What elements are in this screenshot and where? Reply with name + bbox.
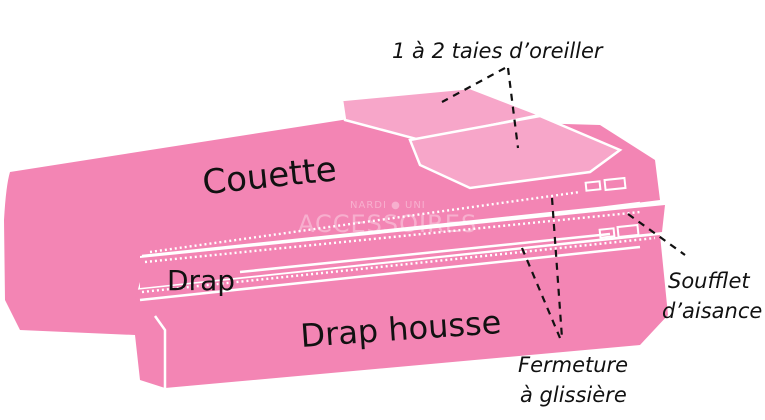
label-pillowcases: 1 à 2 taies d’oreiller bbox=[392, 39, 604, 63]
leader-zipper-upper bbox=[550, 197, 564, 339]
leader-pillow-right bbox=[506, 67, 520, 149]
fitted-sheet-zipper bbox=[141, 236, 656, 294]
leader-zipper-lower bbox=[520, 247, 562, 339]
label-sheet: Drap bbox=[167, 264, 235, 297]
watermark-top: NARDI ● UNI bbox=[350, 200, 426, 211]
pillows bbox=[340, 86, 623, 190]
pillow-front bbox=[408, 114, 623, 190]
duvet-bottom-edge bbox=[141, 201, 641, 258]
zipper-pull-lower-2 bbox=[598, 227, 616, 239]
label-zipper-line2: à glissière bbox=[520, 383, 627, 407]
label-zipper-line1: Fermeture bbox=[518, 353, 628, 377]
fitted-sheet-fold bbox=[153, 315, 167, 388]
watermark: NARDI ● UNI ACCESSOIRES bbox=[298, 200, 477, 238]
sheet-line bbox=[239, 232, 611, 274]
sheet-shape bbox=[140, 205, 665, 288]
leader-gusset bbox=[627, 213, 686, 256]
label-gusset-line2: d’aisance bbox=[662, 299, 762, 323]
duvet-zipper bbox=[149, 190, 581, 254]
zipper-pull-lower bbox=[616, 223, 640, 239]
leader-lines bbox=[441, 67, 686, 339]
label-gusset-line1: Soufflet bbox=[668, 269, 750, 293]
zipper-pull-upper-2 bbox=[584, 180, 602, 192]
zipper-pull-upper bbox=[603, 176, 627, 192]
sheet-layer bbox=[140, 205, 665, 288]
fitted-sheet-shape bbox=[135, 235, 668, 388]
watermark-bottom: ACCESSOIRES bbox=[298, 210, 477, 238]
